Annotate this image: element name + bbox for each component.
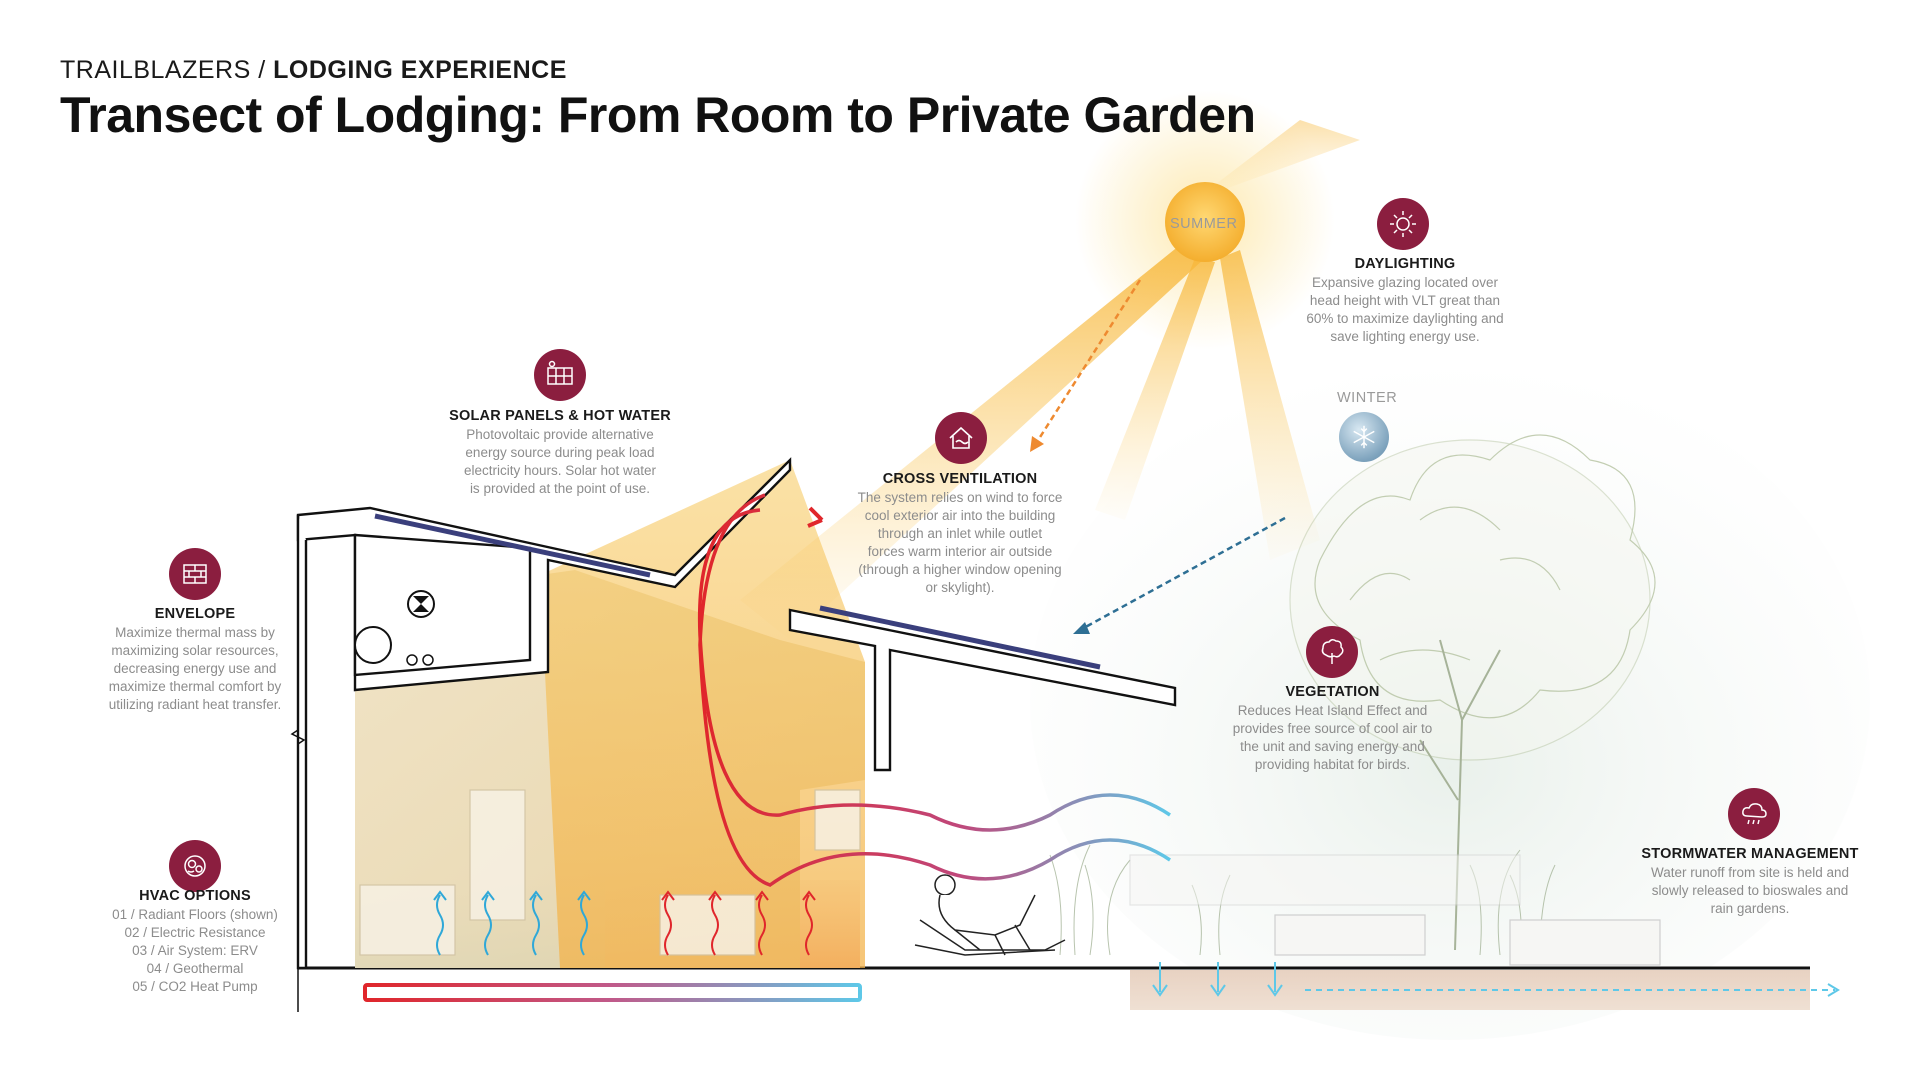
cross-ventilation-flow xyxy=(697,493,1171,887)
envelope-line: decreasing energy use and xyxy=(113,661,277,676)
envelope-title: ENVELOPE xyxy=(154,606,236,622)
lounger-figure xyxy=(914,874,1066,956)
hvac-line: 05 / CO2 Heat Pump xyxy=(132,979,258,994)
stormwater-arrows xyxy=(1152,962,1840,997)
hvac-callout: HVAC OPTIONS 01 / Radiant Floors (shown)… xyxy=(80,888,310,996)
page-title: Transect of Lodging: From Room to Privat… xyxy=(60,87,1256,143)
vegetation-line: the unit and saving energy and xyxy=(1240,739,1425,754)
solar-panel-icon xyxy=(534,349,586,401)
daylighting-line: Expansive glazing located over xyxy=(1311,275,1499,290)
daylighting-line: save lighting energy use. xyxy=(1330,329,1480,344)
vegetation-callout: VEGETATION Reduces Heat Island Effect an… xyxy=(1200,684,1465,774)
water-tank xyxy=(354,626,392,664)
envelope-line: maximize thermal comfort by xyxy=(108,679,282,694)
rain-cloud-icon xyxy=(1728,788,1780,840)
snowflake-icon xyxy=(1339,412,1389,462)
ventilation-line: cool exterior air into the building xyxy=(864,508,1056,523)
sun-disc xyxy=(1165,182,1245,262)
winter-ray-arrow xyxy=(1079,516,1286,632)
solar-callout: SOLAR PANELS & HOT WATER Photovoltaic pr… xyxy=(430,408,690,498)
stormwater-line: slowly released to bioswales and xyxy=(1651,883,1849,898)
summer-ray-arrow xyxy=(1033,279,1142,446)
stormwater-line: Water runoff from site is held and xyxy=(1650,865,1850,880)
hvac-gears-icon xyxy=(169,840,221,892)
garden-tree xyxy=(1289,434,1656,951)
interior-sunlight xyxy=(540,460,865,968)
solar-line: electricity hours. Solar hot water xyxy=(463,463,657,478)
ventilation-line: through an inlet while outlet xyxy=(877,526,1043,541)
stormwater-title: STORMWATER MANAGEMENT xyxy=(1641,846,1859,862)
solar-line: is provided at the point of use. xyxy=(469,481,651,496)
sun-icon xyxy=(1377,198,1429,250)
eyebrow-section: LODGING EXPERIENCE xyxy=(273,56,567,84)
vegetation-line: providing habitat for birds. xyxy=(1254,757,1411,772)
warm-air-arrows xyxy=(661,890,816,956)
hvac-line: 04 / Geothermal xyxy=(146,961,244,976)
cool-air-arrows xyxy=(433,890,591,956)
winter-label: WINTER xyxy=(1337,390,1398,406)
vegetation-title: VEGETATION xyxy=(1285,684,1380,700)
solar-title: SOLAR PANELS & HOT WATER xyxy=(449,408,671,424)
radiant-pipe-loop xyxy=(363,983,862,1002)
ventilation-line: The system relies on wind to force xyxy=(857,490,1063,505)
fan-unit xyxy=(407,590,435,618)
ventilation-callout: CROSS VENTILATION The system relies on w… xyxy=(830,471,1090,597)
interior-furniture xyxy=(359,789,861,956)
daylighting-callout: DAYLIGHTING Expansive glazing located ov… xyxy=(1275,256,1535,346)
ventilation-line: forces warm interior air outside xyxy=(867,544,1053,559)
envelope-line: Maximize thermal mass by xyxy=(115,625,275,640)
page-eyebrow: TRAILBLAZERS / LODGING EXPERIENCE xyxy=(60,56,567,85)
sun-ray-far xyxy=(1195,120,1360,200)
house-airflow-icon xyxy=(935,412,987,464)
daylighting-title: DAYLIGHTING xyxy=(1354,256,1456,272)
daylighting-line: 60% to maximize daylighting and xyxy=(1306,311,1504,326)
brick-wall-icon xyxy=(169,548,221,600)
solar-line: Photovoltaic provide alternative xyxy=(466,427,654,442)
solar-panel-upper xyxy=(374,513,651,578)
ventilation-title: CROSS VENTILATION xyxy=(882,471,1038,487)
vegetation-line: provides free source of cool air to xyxy=(1232,721,1433,736)
ventilation-line: or skylight). xyxy=(925,580,995,595)
hvac-line: 03 / Air System: ERV xyxy=(132,943,258,958)
envelope-callout: ENVELOPE Maximize thermal mass by maximi… xyxy=(70,606,320,714)
hvac-line: 02 / Electric Resistance xyxy=(124,925,266,940)
stormwater-line: rain gardens. xyxy=(1710,901,1790,916)
hvac-line: 01 / Radiant Floors (shown) xyxy=(112,907,278,922)
sun-ray-right xyxy=(1220,250,1320,560)
ventilation-line: (through a higher window opening xyxy=(858,562,1062,577)
envelope-line: maximizing solar resources, xyxy=(111,643,279,658)
building-section xyxy=(296,457,1177,970)
sun-ray-mid xyxy=(1095,258,1215,520)
hvac-title: HVAC OPTIONS xyxy=(139,888,251,904)
garden-planters xyxy=(1129,854,1661,966)
solar-line: energy source during peak load xyxy=(465,445,655,460)
envelope-line: utilizing radiant heat transfer. xyxy=(108,697,282,712)
vegetation-line: Reduces Heat Island Effect and xyxy=(1237,703,1428,718)
summer-label: SUMMER xyxy=(1170,216,1238,232)
eyebrow-prefix: TRAILBLAZERS / xyxy=(60,56,266,84)
solar-panel-lower xyxy=(819,605,1101,670)
tree-icon xyxy=(1306,626,1358,678)
daylighting-line: head height with VLT great than xyxy=(1309,293,1501,308)
stormwater-callout: STORMWATER MANAGEMENT Water runoff from … xyxy=(1615,846,1885,918)
